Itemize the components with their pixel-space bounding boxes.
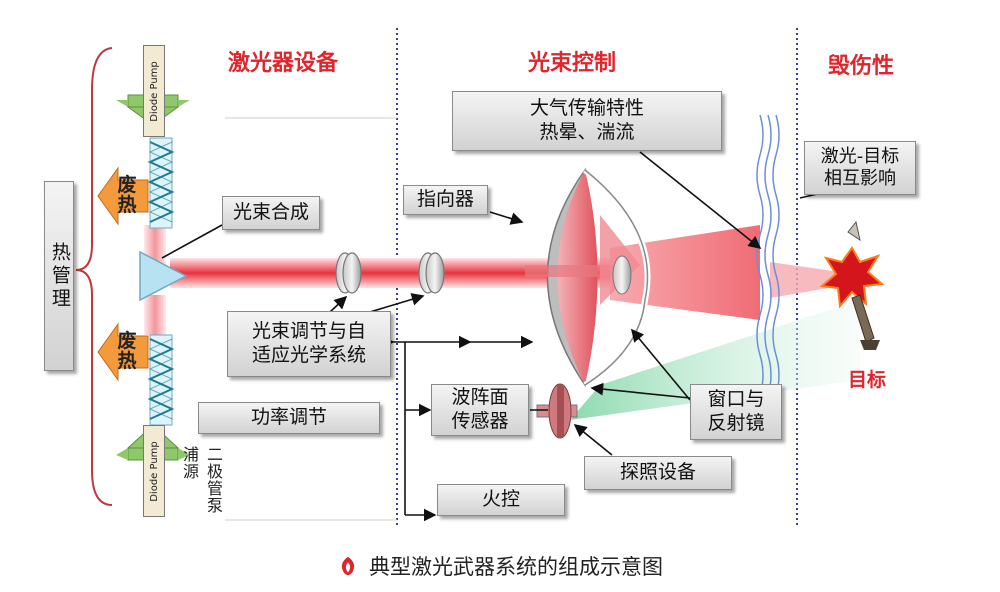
waste-heat-bottom: 废热 (117, 330, 137, 372)
target-label: 目标 (848, 369, 887, 391)
illumination-box: 探照设备 (584, 456, 732, 490)
section-laser-device: 激光器设备 (228, 51, 339, 76)
beam-combining-box: 光束合成 (222, 196, 320, 230)
waste-heat-top: 废热 (117, 174, 137, 216)
wavefront-line2: 传感器 (451, 410, 509, 432)
atmosphere-line1: 大气传输特性 (529, 97, 644, 120)
section-damage: 毁伤性 (828, 54, 895, 79)
window-line2: 反射镜 (707, 412, 765, 434)
lens-icon (418, 252, 445, 294)
lens-icon (335, 252, 362, 294)
explosion-icon (819, 246, 885, 309)
beam-adjust-line1: 光束调节与自 (251, 320, 366, 343)
caption-logo-icon (341, 556, 355, 576)
target-missile-icon (819, 220, 885, 350)
interaction-line2: 相互影响 (824, 168, 896, 189)
leader-atmosphere (639, 151, 762, 249)
leader-beam-combining (161, 224, 223, 259)
leader-window-1 (590, 382, 691, 399)
turbulence-line-3 (772, 114, 780, 436)
diode-pump-bottom-label: Diode Pump (148, 440, 160, 502)
window-mirror-box: 窗口与 反射镜 (690, 384, 782, 440)
beam-adjust-box: 光束调节与自 适应光学系统 (227, 311, 391, 377)
diode-pump-bottom: Diode Pump (143, 425, 165, 517)
prism-icon (139, 250, 188, 302)
wavefront-sensor-box: 波阵面 传感器 (431, 384, 529, 436)
figure-caption: 典型激光武器系统的组成示意图 (0, 551, 1000, 581)
atmosphere-line2: 热晕、湍流 (539, 121, 635, 143)
pump-beam-bottom (144, 295, 166, 335)
power-adjust-box: 功率调节 (198, 402, 380, 434)
thermal-brace (75, 47, 113, 506)
beam-adjust-line2: 适应光学系统 (251, 344, 366, 366)
thermal-management-box: 热管理 (44, 181, 74, 371)
turbulence-line-1 (756, 114, 764, 436)
leader-window-2 (630, 328, 691, 401)
leader-lens-1 (329, 295, 348, 313)
mirror-icon (525, 167, 651, 388)
fire-control-box: 火控 (437, 484, 565, 516)
atmosphere-box: 大气传输特性 热晕、湍流 (452, 91, 722, 151)
interaction-box: 激光-目标 相互影响 (804, 141, 916, 195)
pointer-box: 指向器 (403, 185, 488, 215)
caption-text: 典型激光武器系统的组成示意图 (369, 555, 663, 579)
wavefront-line1: 波阵面 (451, 386, 509, 409)
turbulence-line-2 (764, 114, 772, 436)
diode-pump-top-label: Diode Pump (148, 60, 160, 122)
leader-illumination (573, 423, 613, 456)
interaction-line1: 激光-目标 (820, 145, 900, 167)
pump-beam-top (144, 225, 166, 265)
section-beam-control: 光束控制 (528, 51, 617, 76)
diode-pump-source-label: 二极管泵浦源 (180, 446, 223, 514)
leader-pointer (489, 211, 524, 225)
diode-pump-top: Diode Pump (143, 45, 165, 137)
sensor-icon (536, 383, 578, 439)
window-line1: 窗口与 (707, 388, 765, 411)
beam-cone-green (570, 300, 860, 420)
beam-to-target (770, 262, 840, 298)
